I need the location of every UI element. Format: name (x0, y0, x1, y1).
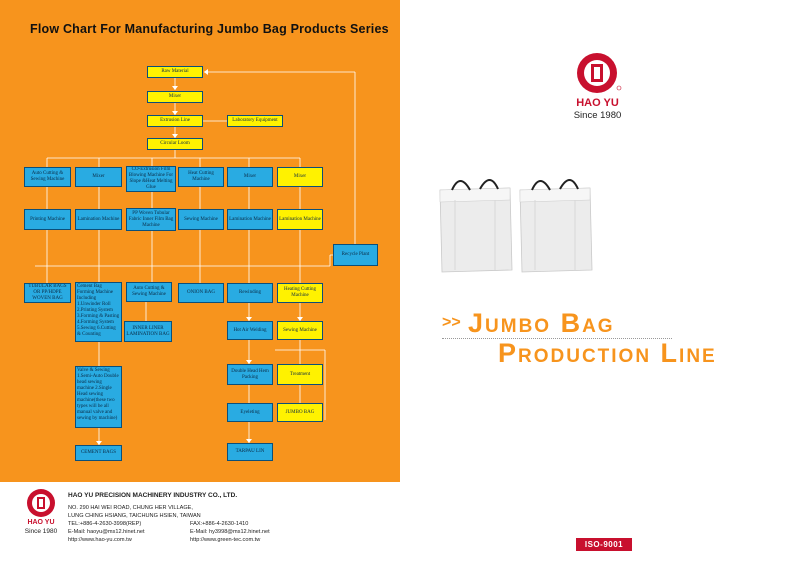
hao-yu-logo-small (27, 489, 55, 517)
node-hot-air-welding: Hot Air Welding (227, 321, 273, 340)
node-cement-bags: CEMENT BAGS (75, 445, 122, 461)
flow-chart-page: Flow Chart For Manufacturing Jumbo Bag P… (0, 0, 400, 482)
node-laboratory-equipment: Laboratory Equipment (227, 115, 283, 127)
node-heating-cutting: Heating Cutting Machine (277, 283, 323, 303)
node-circular-loom: Circular Loom (147, 138, 203, 150)
node-lamination-1: Lamination Machine (75, 209, 122, 230)
company-name: HAO YU PRECISION MACHINERY INDUSTRY CO.,… (68, 492, 238, 499)
tel: TEL:+886-4-2630-3998(REP) (68, 521, 142, 527)
email-1[interactable]: E-Mail: haoyu@ms12.hinet.net (68, 529, 145, 535)
node-tarpaulin: TARPAU LIN (227, 443, 273, 461)
node-extrusion-line: Extrusion Line (147, 115, 203, 127)
node-lamination-2: Lamination Machine (227, 209, 273, 230)
node-cement-bag-machine: Cement Bag Forming Machine Including 1.U… (75, 282, 122, 342)
heading-line-1: Jumbo Bag (468, 308, 615, 338)
node-mixer-3: Mixer (227, 167, 273, 187)
footer-since: Since 1980 (24, 528, 58, 535)
node-auto-cutting-sewing: Auto Cutting & Sewing Machine (24, 167, 71, 187)
footer-brand: HAO YU (27, 519, 55, 526)
node-inner-liner: INNER LINER LAMINATION BAG (124, 321, 172, 342)
fax: FAX:+886-4-2630-1410 (190, 521, 249, 527)
node-lamination-3: Lamination Machine (277, 209, 323, 230)
cover-since: Since 1980 (573, 110, 622, 121)
node-printing-machine: Printing Machine (24, 209, 71, 230)
website-1[interactable]: http://www.hao-yu.com.tw (68, 537, 132, 543)
node-double-head-hem: Double Head Hem Packing (227, 364, 273, 385)
node-onion-bag: ONION BAG (178, 283, 224, 303)
node-co-extrusion: CO-Extrusion Film Blowing Machine For Sl… (126, 166, 176, 192)
node-sewing-machine-2: Sewing Machine (277, 321, 323, 340)
company-footer: HAO YU Since 1980 (0, 482, 400, 566)
website-2[interactable]: http://www.green-tec.com.tw (190, 537, 261, 543)
dotted-divider (442, 338, 672, 339)
node-jumbo-bag: JUMBO BAG (277, 403, 323, 422)
iso-badge: ISO-9001 (576, 538, 632, 551)
node-mixer-4: Mixer (277, 167, 323, 187)
hao-yu-logo (577, 53, 622, 93)
cover-page: HAO YU Since 1980 (400, 0, 800, 566)
node-treatment: Treatment (277, 364, 323, 385)
node-mixer-2: Mixer (75, 167, 122, 187)
node-heat-cutting: Heat Cutting Machine (178, 167, 224, 187)
double-chevron-icon: >> (442, 314, 461, 331)
node-auto-cutting-sewing-2: Auto Cutting & Sewing Machine (126, 282, 172, 302)
node-sewing-machine-1: Sewing Machine (178, 209, 224, 230)
node-recycle-plant: Recycle Plant (333, 244, 378, 266)
heading-line-2: Production Line (498, 338, 717, 368)
node-mixer-top: Mixer (147, 91, 203, 103)
jumbo-bags-photo (439, 179, 593, 273)
flow-chart-title: Flow Chart For Manufacturing Jumbo Bag P… (30, 22, 389, 36)
cover-brand: HAO YU (576, 97, 619, 109)
email-2[interactable]: E-Mail: hy3998@ms12.hinet.net (190, 529, 270, 535)
node-valve-sewing: Valve & Sewing 1.Semi-Auto Double head s… (75, 366, 122, 428)
node-rewinding: Rewinding (227, 283, 273, 303)
address-line-1: NO. 290 HAI WEI ROAD, CHUNG HER VILLAGE, (68, 505, 193, 511)
node-pp-woven-tubular: PP Woven Tubular Fabric Inner Film Bag M… (126, 208, 176, 231)
address-line-2: LUNG CHING HSIANG, TAICHUNG HSIEN, TAIWA… (68, 513, 201, 519)
node-raw-material: Raw Material (147, 66, 203, 78)
node-tubular-bags: TUBULAR BAGS OR PP/HDPE WOVEN BAG (24, 283, 71, 303)
node-eyeleting: Eyeleting (227, 403, 273, 422)
